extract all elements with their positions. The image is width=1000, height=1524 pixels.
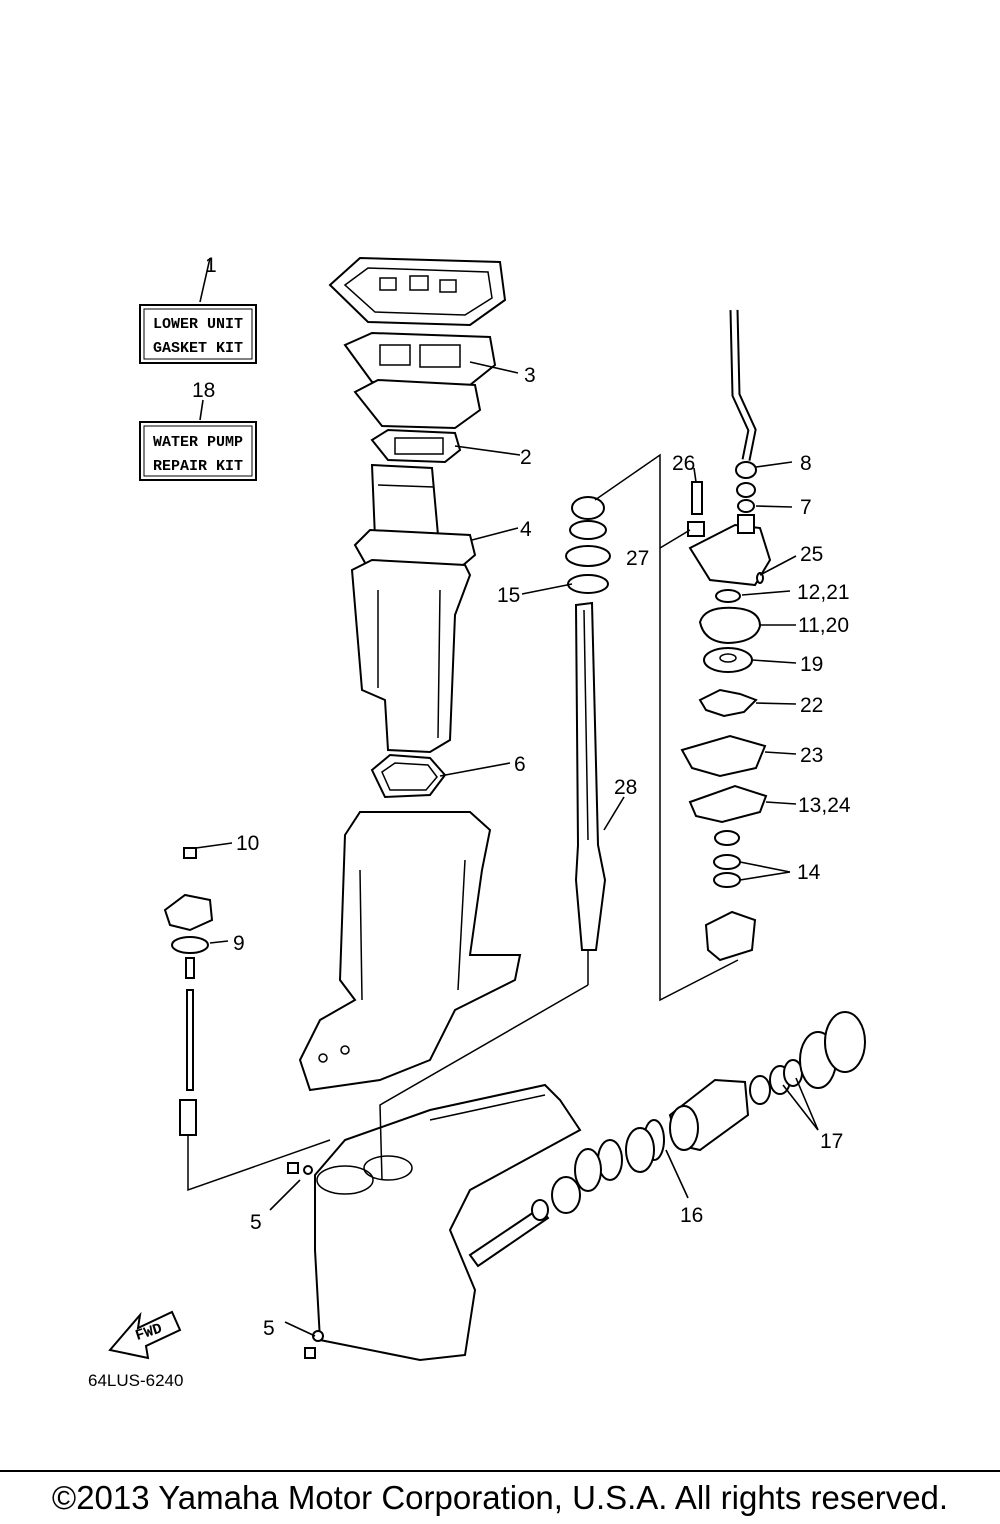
- impeller-22: [698, 688, 758, 718]
- copyright-footer: ©2013 Yamaha Motor Corporation, U.S.A. A…: [0, 1470, 1000, 1524]
- shift-rod-assembly: [163, 847, 331, 1192]
- callout-14: 14: [797, 861, 821, 884]
- callout-19: 19: [800, 653, 823, 676]
- callout-3: 3: [524, 364, 536, 387]
- callout-27: 27: [626, 547, 649, 570]
- drive-shaft: [574, 601, 607, 951]
- top-gasket-plate: [328, 256, 507, 327]
- kit-18-line1: WATER PUMP: [153, 434, 243, 451]
- diagram-code: 64LUS-6240: [88, 1371, 183, 1390]
- callout-28: 28: [614, 776, 637, 799]
- callout-9: 9: [233, 932, 245, 955]
- callout-7: 7: [800, 496, 812, 519]
- callout-23: 23: [800, 744, 823, 767]
- pin-25: [756, 572, 764, 584]
- thrust-washer: [531, 1199, 549, 1221]
- callout-16: 16: [680, 1204, 703, 1227]
- shims-16: [574, 1119, 665, 1192]
- oil-seal-housing: [704, 910, 757, 962]
- washer-27: [687, 521, 705, 537]
- callout-1: 1: [205, 254, 217, 277]
- propeller-shaft: [468, 1206, 550, 1268]
- drain-plug-5-lower: [304, 1330, 324, 1359]
- insert-cartridge-19: [703, 647, 753, 673]
- callout-18: 18: [192, 379, 215, 402]
- lower-casing: [298, 811, 522, 1092]
- callout-4: 4: [520, 518, 532, 541]
- outer-plate-23: [680, 734, 767, 778]
- lower-unit-exploded-diagram: 1 LOWER UNIT GASKET KIT 18 WATER PUMP RE…: [88, 254, 866, 1390]
- fwd-arrow: FWD: [108, 1310, 182, 1360]
- callout-11-20: 11,20: [798, 614, 849, 637]
- callout-2: 2: [520, 446, 532, 469]
- pump-bracket-line: [594, 453, 739, 1002]
- gasket-3: [343, 331, 497, 387]
- upper-casing: [350, 558, 472, 754]
- bearing-17-group: [749, 1059, 803, 1105]
- callout-5-upper: 5: [250, 1211, 262, 1234]
- kit-1-line2: GASKET KIT: [153, 340, 243, 357]
- water-tube: [729, 309, 757, 461]
- callout-5-lower: 5: [263, 1317, 275, 1340]
- gasket-6: [370, 753, 447, 799]
- oil-seals-14: [713, 830, 741, 888]
- kit-1-line1: LOWER UNIT: [153, 316, 243, 333]
- drain-plug-5-upper: [287, 1162, 313, 1175]
- callout-15: 15: [497, 584, 520, 607]
- callout-8: 8: [800, 452, 812, 475]
- callout-12-21: 12,21: [797, 581, 850, 604]
- callout-6: 6: [514, 753, 526, 776]
- callout-17: 17: [820, 1130, 843, 1153]
- bearing-housing: [668, 1078, 750, 1152]
- shaft-assembly-line: [379, 984, 589, 1181]
- pump-housing: [688, 514, 772, 587]
- callout-13-24: 13,24: [798, 794, 851, 817]
- kit-18-line2: REPAIR KIT: [153, 458, 243, 475]
- kit-box-water-pump-repair[interactable]: 18 WATER PUMP REPAIR KIT: [139, 379, 257, 481]
- cover-rings: [799, 1011, 866, 1089]
- callout-25: 25: [800, 543, 823, 566]
- o-ring-12-21: [715, 589, 741, 603]
- callout-26: 26: [672, 452, 695, 475]
- bolt-26: [691, 481, 703, 515]
- plate-under-gasket-3: [353, 378, 482, 430]
- callout-10: 10: [236, 832, 259, 855]
- gasket-11-20: [698, 606, 762, 645]
- callout-leaders: [195, 361, 819, 1337]
- grommets-7-8: [735, 461, 757, 513]
- callout-22: 22: [800, 694, 823, 717]
- drive-shaft-bushing-stack: [565, 496, 611, 594]
- kit-box-lower-unit-gasket[interactable]: 1 LOWER UNIT GASKET KIT: [139, 254, 257, 364]
- reverse-gear: [551, 1176, 581, 1214]
- gasket-2: [370, 428, 462, 464]
- gasket-13-24: [688, 784, 768, 824]
